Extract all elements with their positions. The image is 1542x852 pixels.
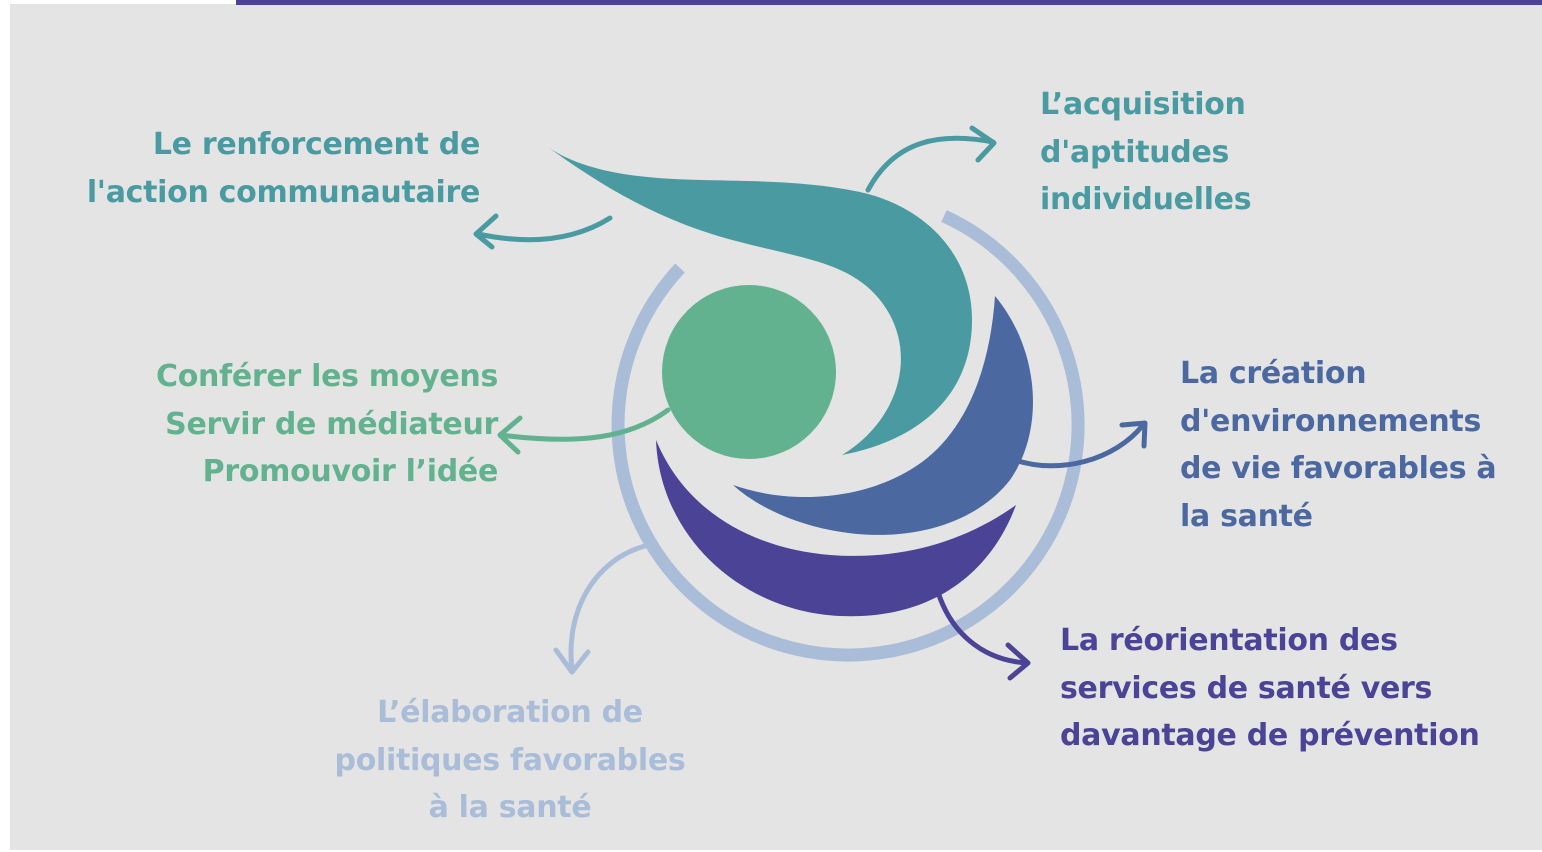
label-line: de vie favorables à <box>1180 451 1497 486</box>
label-line: Servir de médiateur <box>165 406 498 442</box>
label-personal-skills: L’acquisition d'aptitudes individuelles <box>1040 81 1252 224</box>
label-line: La création <box>1180 356 1367 391</box>
label-line: L’acquisition <box>1040 87 1246 122</box>
arrow-policies <box>553 543 648 675</box>
green-center-circle <box>662 285 836 459</box>
arrow-skills <box>865 125 997 193</box>
label-line: politiques favorables <box>334 742 686 778</box>
indigo-crescent-shape <box>656 440 1016 617</box>
label-line: Le renforcement de <box>152 127 480 162</box>
outer-ring-arc <box>611 210 1085 662</box>
label-line: Promouvoir l’idée <box>202 454 499 489</box>
label-line: d'environnements <box>1180 403 1482 439</box>
label-reorient-health-services: La réorientation des services de santé v… <box>1060 617 1480 760</box>
label-line: l'action communautaire <box>86 174 480 210</box>
label-supportive-environments: La création d'environnements de vie favo… <box>1180 350 1497 540</box>
label-community-action: Le renforcement de l'action communautair… <box>87 121 480 216</box>
teal-swoosh-shape <box>545 145 972 455</box>
label-line: d'aptitudes <box>1040 134 1230 170</box>
label-line: davantage de prévention <box>1060 718 1480 753</box>
label-line: à la santé <box>428 790 592 825</box>
arrow-reorientation <box>935 589 1031 681</box>
arrow-community <box>473 213 613 250</box>
label-healthy-public-policy: L’élaboration de politiques favorables à… <box>310 689 710 832</box>
label-line: individuelles <box>1040 182 1252 217</box>
label-line: Conférer les moyens <box>156 359 498 394</box>
top-accent-bar <box>236 0 1542 5</box>
arrow-means <box>497 407 671 455</box>
arrow-environments <box>1012 420 1148 469</box>
label-line: la santé <box>1180 498 1313 534</box>
blue-crescent-shape <box>733 296 1033 535</box>
label-enable-mediate-advocate: Conférer les moyens Servir de médiateur … <box>156 353 498 496</box>
label-line: services de santé vers <box>1060 670 1433 706</box>
label-line: L’élaboration de <box>377 695 643 730</box>
label-line: La réorientation des <box>1060 623 1398 658</box>
